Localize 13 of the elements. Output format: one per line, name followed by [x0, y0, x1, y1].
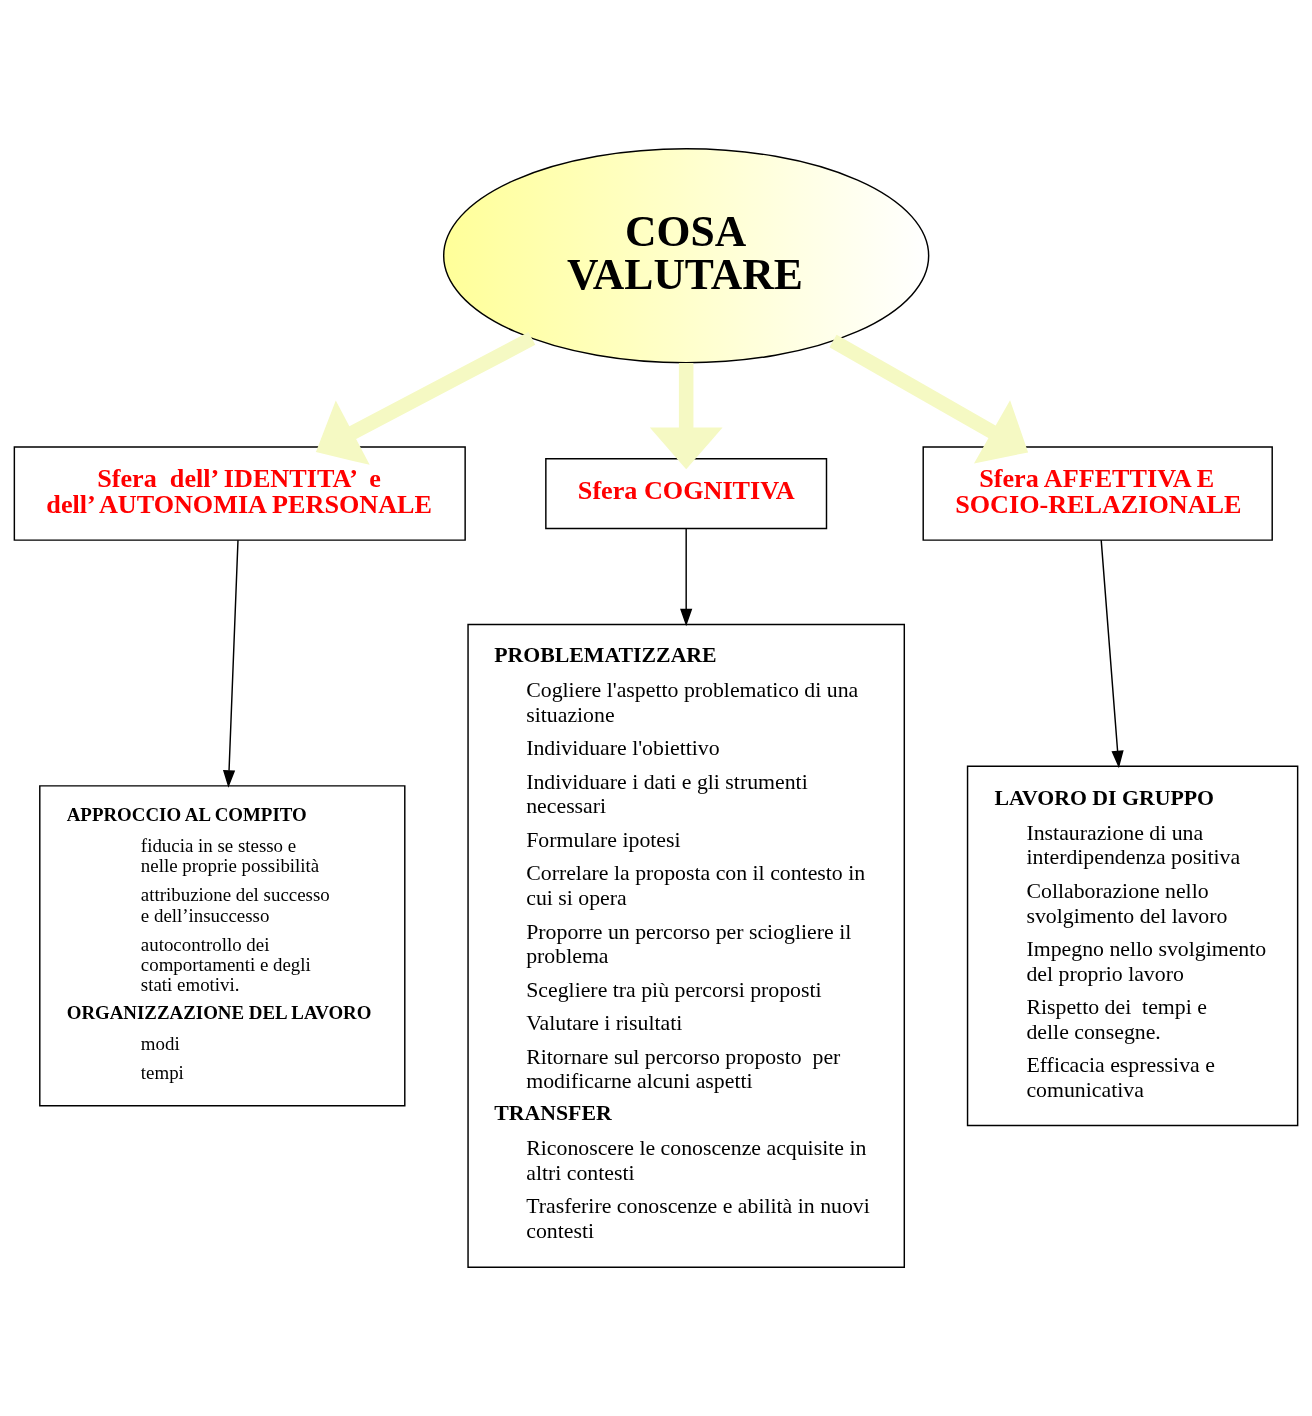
node-box: Sfera AFFETTIVA E SOCIO-RELAZIONALE: [922, 446, 1273, 541]
arrow: [315, 331, 536, 465]
node-box: Sfera COGNITIVA: [545, 457, 828, 530]
node-box: PROBLEMATIZZARE Cogliere l'aspetto problematico di una situazione Individuare l'obiettivo Individuare i dati e gli strumenti necessari Formulare ipotesi Correlare la proposta con il contesto in cui si opera Proporre un percorso per sciogliere il problema Scegliere tra più percorsi proposti Valutare i risultati Ritornare sul percorso proposto per modificarne alcuni aspetti TRANSFER Riconoscere le conoscenze acquisite in altri contesti Trasferire conoscenze e abilità in nuovi contesti: [467, 623, 906, 1268]
node-box: APPROCCIO AL COMPITO fiducia in se stesso e nelle proprie possibilità attribuzione del successo e dell’insuccesso autocontrollo dei comportamenti e degli stati emotivi. ORGANIZZAZIONE DEL LAVORO modi tempi: [39, 785, 406, 1107]
node-box: Sfera dell’ IDENTITA’ e dell’ AUTONOMIA PERSONALE: [13, 446, 466, 541]
arrow: [1100, 539, 1124, 769]
node-ellipse: COSA VALUTARE: [442, 148, 930, 364]
arrow: [680, 528, 693, 627]
arrow: [829, 334, 1029, 464]
node-box: LAVORO DI GRUPPO Instaurazione di una interdipendenza positiva Collaborazione nello svolgimento del lavoro Impegno nello svolgimento del proprio lavoro Rispetto dei tempi e delle consegne. Efficacia espressiva e comunicativa: [966, 765, 1299, 1127]
arrow: [222, 539, 239, 788]
arrow: [649, 363, 723, 470]
